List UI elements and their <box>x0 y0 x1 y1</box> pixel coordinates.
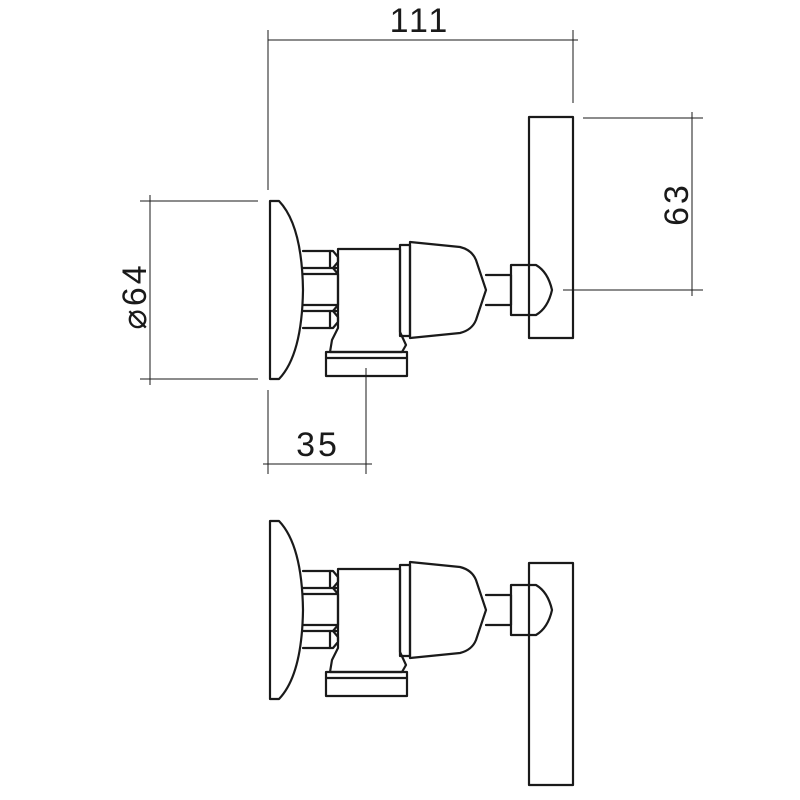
handle-hub <box>509 583 554 637</box>
handle-hub <box>509 263 554 317</box>
valve-top-view <box>268 115 575 381</box>
spindle <box>484 593 513 627</box>
dimension-outlet-offset: 35 <box>263 368 372 474</box>
diameter-symbol: ⌀ <box>116 306 154 329</box>
bonnet-cone <box>408 560 488 660</box>
diameter-value: 64 <box>116 262 154 306</box>
bonnet-nut <box>398 563 412 658</box>
dim-label-outlet-offset: 35 <box>296 426 340 464</box>
dim-label-lever-height: 63 <box>658 182 696 226</box>
wall-flange <box>268 519 305 701</box>
dimension-flange-diameter: ⌀64 <box>116 195 258 385</box>
dimension-lever-height: 63 <box>563 112 703 296</box>
bonnet-cone <box>408 240 488 340</box>
valve-body <box>328 247 408 354</box>
dim-label-flange-diameter: ⌀64 <box>116 262 154 329</box>
outlet-nozzle <box>324 350 409 378</box>
dim-label-overall-width: 111 <box>390 2 451 40</box>
spindle <box>484 273 513 307</box>
dimension-overall-width: 111 <box>267 2 578 190</box>
outlet-nozzle <box>324 670 409 698</box>
threaded-body <box>301 249 340 330</box>
lever-handle <box>527 561 575 787</box>
wall-flange <box>268 199 305 381</box>
threaded-body <box>301 569 340 650</box>
valve-body <box>328 567 408 674</box>
lever-handle <box>527 115 575 340</box>
valve-bottom-view <box>268 519 575 787</box>
bonnet-nut <box>398 243 412 338</box>
